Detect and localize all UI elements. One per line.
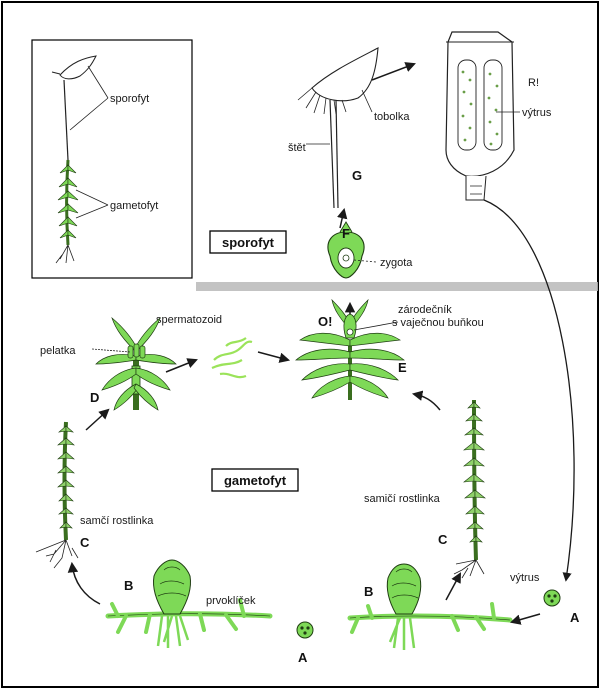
- inset-box: sporofyt gametofyt: [32, 40, 192, 278]
- letter-f: F: [342, 226, 350, 241]
- samici-label: samičí rostlinka: [364, 493, 441, 505]
- letter-d: D: [90, 390, 99, 405]
- letter-b-left: B: [124, 578, 133, 593]
- o-label: O!: [318, 314, 332, 329]
- gametofyt-section-box: gametofyt: [212, 469, 298, 491]
- male-plant-illustration: samčí rostlinka C: [36, 422, 154, 568]
- spermatozoid-label: spermatozoid: [156, 314, 222, 326]
- inset-sporofyt-label: sporofyt: [110, 93, 149, 105]
- gametofyt-section-label: gametofyt: [224, 473, 287, 488]
- zarodecnik-label-1: zárodečník: [398, 304, 452, 316]
- arrow-spore-to-protonema: [512, 614, 540, 622]
- pelatka-label: pelatka: [40, 345, 76, 357]
- samci-label: samčí rostlinka: [80, 515, 154, 527]
- spermatozoid-illustration: spermatozoid: [156, 314, 252, 377]
- arrow-b-to-c-left: [72, 564, 100, 604]
- zygota-label: zygota: [380, 257, 413, 269]
- female-plant-illustration: samičí rostlinka C: [364, 400, 485, 578]
- antheridium-illustration: pelatka D: [40, 318, 176, 410]
- vytrus-bottom-label: výtrus: [510, 572, 540, 584]
- generation-divider: [196, 282, 598, 291]
- letter-b-right: B: [364, 584, 373, 599]
- tobolka-label: tobolka: [374, 111, 410, 123]
- arrow-g-to-capsule-section: [372, 64, 414, 80]
- protonema-right-illustration: B: [350, 564, 510, 650]
- vytrus-top-label: výtrus: [522, 107, 552, 119]
- zarodecnik-label-2: s vaječnou buňkou: [392, 317, 484, 329]
- protonema-left-illustration: B prvoklíček: [108, 560, 270, 648]
- prvoklicek-label: prvoklíček: [206, 595, 256, 607]
- arrow-capsule-to-spore: [484, 200, 574, 580]
- letter-a-right: A: [570, 610, 580, 625]
- sporofyt-section-label: sporofyt: [222, 235, 275, 250]
- arrow-c-to-d: [86, 410, 108, 430]
- letter-a-left: A: [298, 650, 308, 665]
- letter-c-right: C: [438, 532, 448, 547]
- spore-left-illustration: A: [297, 622, 313, 665]
- sporofyt-section-box: sporofyt: [210, 231, 286, 253]
- inset-gametofyt-label: gametofyt: [110, 200, 158, 212]
- capsule-section-illustration: výtrus R!: [446, 32, 552, 200]
- arrow-sperm-to-e: [258, 352, 288, 360]
- letter-c-left: C: [80, 535, 90, 550]
- letter-e: E: [398, 360, 407, 375]
- zygote-illustration: zygota F: [328, 222, 413, 278]
- letter-g: G: [352, 168, 362, 183]
- arrow-b-to-c-right: [446, 574, 460, 600]
- r-label: R!: [528, 77, 539, 89]
- arrow-c-to-e: [414, 394, 440, 410]
- stet-label: štět: [288, 142, 306, 154]
- spore-right-illustration: výtrus A: [510, 572, 580, 625]
